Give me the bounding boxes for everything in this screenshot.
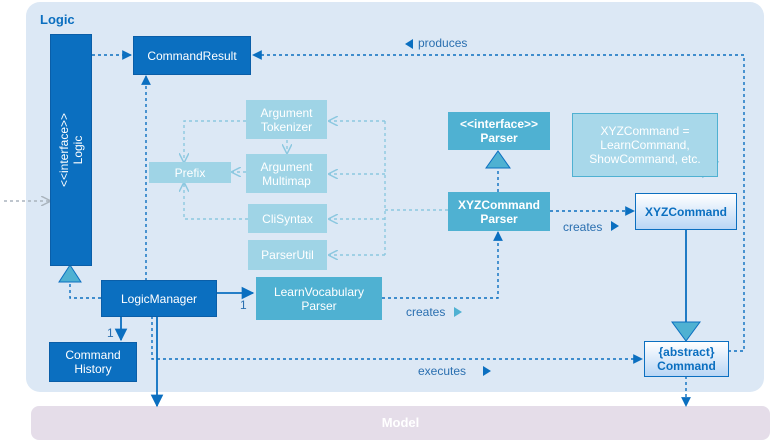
parser-util-label: ParserUtil: [261, 248, 314, 262]
note-line3: ShowCommand, etc.: [589, 152, 701, 166]
learnparser-creates-xyzparser: [382, 231, 503, 299]
command-history-line1: Command: [65, 348, 121, 362]
parser-interface-name: Parser: [480, 131, 518, 145]
produces-arrow: [252, 50, 745, 352]
argument-tokenizer-line1: Argument: [260, 105, 313, 120]
creates-lower-direction-icon: [454, 307, 462, 317]
abstract-command-name: Command: [657, 359, 716, 373]
logic-interface-box: <<interface>> Logic: [50, 34, 92, 266]
note-box: XYZCommand = LearnCommand, ShowCommand, …: [572, 113, 718, 177]
xyz-command-label: XYZCommand: [644, 204, 727, 219]
xyz-command-parser-line2: Parser: [480, 211, 518, 226]
command-result-label: CommandResult: [147, 48, 237, 63]
cli-syntax-box: CliSyntax: [248, 204, 327, 233]
argument-tokenizer-box: Argument Tokenizer: [246, 100, 327, 139]
logic-interface-name: Logic: [71, 135, 85, 165]
command-inheritance-triangle: [671, 321, 701, 342]
model-label: Model: [381, 415, 420, 430]
produces-label: produces: [418, 36, 468, 50]
creates-upper-label: creates: [563, 220, 603, 234]
learn-vocabulary-parser-box: LearnVocabulary Parser: [256, 277, 382, 320]
argument-tokenizer-line2: Tokenizer: [260, 119, 313, 134]
argument-multimap-line1: Argument: [260, 159, 313, 174]
logic-manager-box: LogicManager: [101, 280, 217, 317]
parser-interface-box: <<interface>> Parser: [448, 112, 550, 150]
learn-vocabulary-parser-line2: Parser: [301, 298, 337, 313]
learn-vocabulary-parser-line1: LearnVocabulary: [273, 284, 365, 299]
parser-util-box: ParserUtil: [248, 240, 327, 270]
logic-manager-label: LogicManager: [120, 291, 198, 306]
history-multiplicity: 1: [107, 326, 114, 340]
executes-arrow: [151, 316, 643, 364]
xyz-command-box: XYZCommand: [635, 193, 737, 230]
argument-multimap-line2: Multimap: [262, 173, 311, 188]
parser-interface-stereotype: <<interface>>: [459, 117, 539, 131]
model-bar: [31, 406, 770, 440]
parser-realization-triangle: [485, 150, 511, 169]
prefix-box: Prefix: [149, 162, 231, 183]
creates-upper-direction-icon: [611, 221, 619, 231]
frame-title: Logic: [40, 12, 75, 27]
command-history-box: Command History: [49, 342, 137, 382]
abstract-command-stereotype: {abstract}: [658, 345, 715, 359]
produces-direction-icon: [405, 39, 413, 49]
abstract-command-box: {abstract} Command: [644, 341, 729, 377]
command-result-box: CommandResult: [133, 36, 251, 75]
logic-interface-stereotype: <<interface>>: [57, 112, 71, 188]
creates-lower-label: creates: [406, 305, 446, 319]
note-line2: LearnCommand,: [600, 138, 690, 152]
logicmanager-realizes-logic: [69, 282, 101, 299]
tokenizer-to-prefix: [184, 120, 246, 162]
executes-label: executes: [418, 364, 467, 378]
xyz-command-parser-line1: XYZCommand: [457, 197, 540, 212]
argument-multimap-box: Argument Multimap: [246, 154, 327, 193]
logic-realization-triangle: [58, 264, 82, 283]
cli-syntax-label: CliSyntax: [262, 211, 313, 226]
command-history-line2: History: [74, 362, 112, 376]
parser-multiplicity: 1: [240, 298, 247, 312]
xyz-command-parser-box: XYZCommand Parser: [448, 192, 550, 231]
note-line1: XYZCommand =: [600, 124, 690, 138]
executes-direction-icon: [483, 366, 491, 376]
prefix-label: Prefix: [174, 165, 206, 180]
